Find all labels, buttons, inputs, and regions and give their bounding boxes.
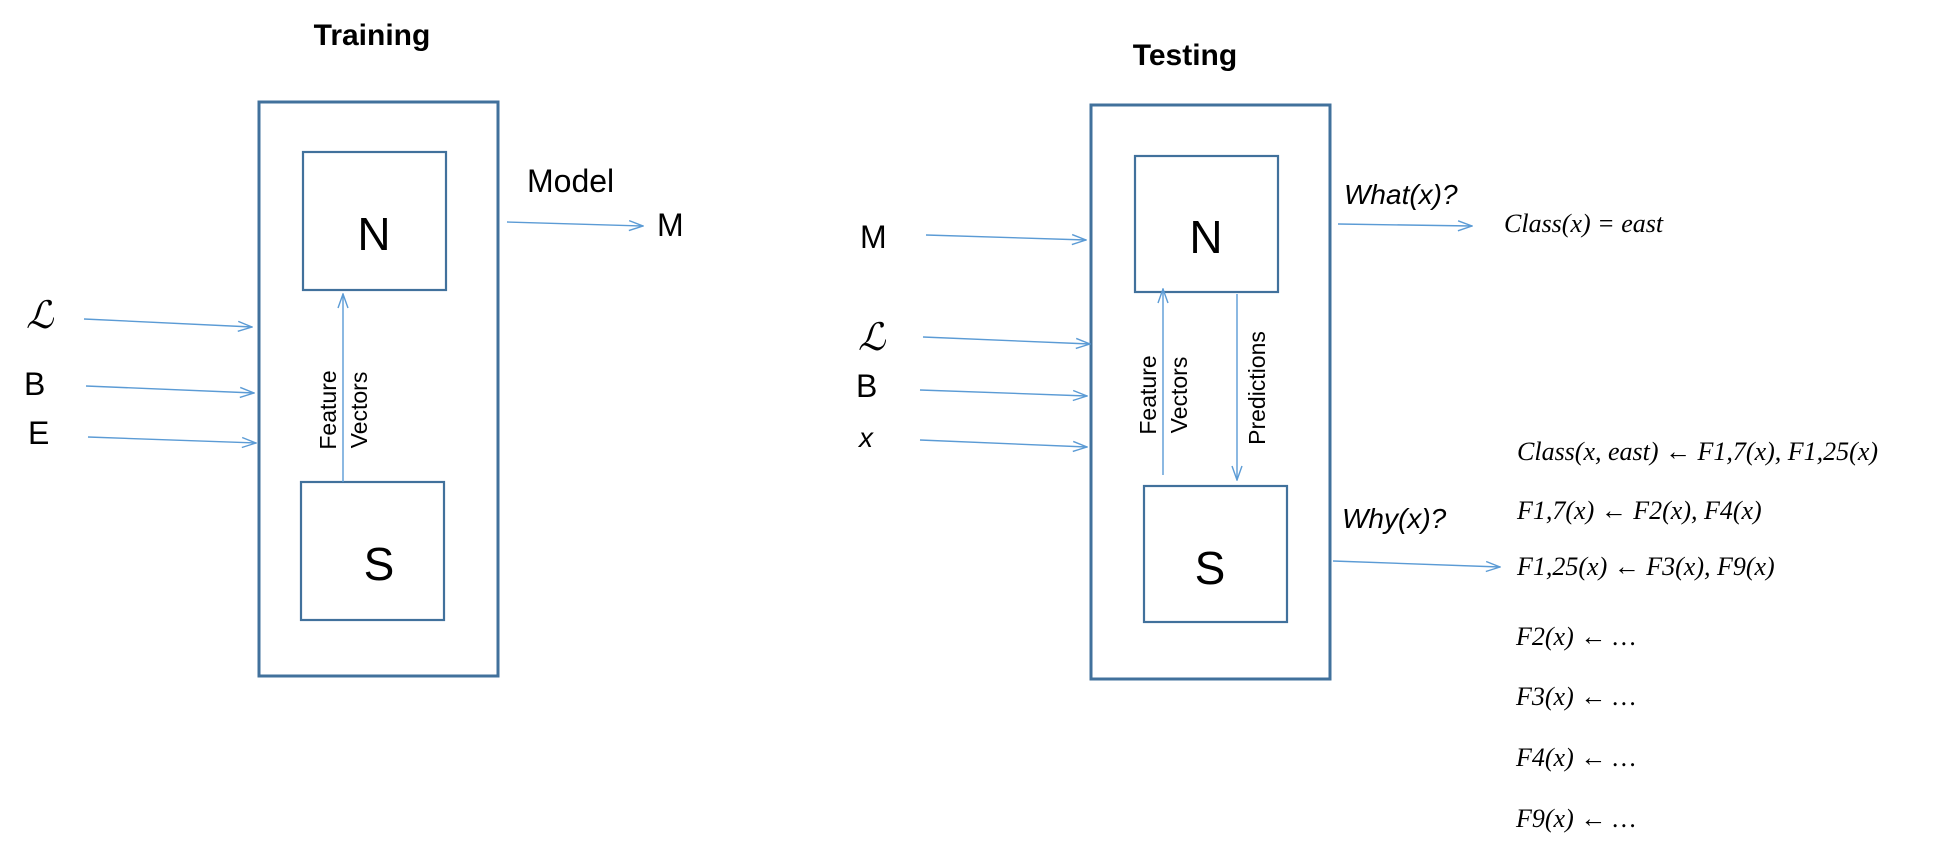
testing-outer-box xyxy=(1089,103,1332,681)
training-input-b: B xyxy=(24,366,45,402)
testing-input-l: ℒ xyxy=(858,317,887,359)
training-s-box xyxy=(299,480,446,622)
rule-7: F9(x) ← … xyxy=(1515,804,1636,833)
training-n-label: N xyxy=(357,208,390,260)
testing-panel: Testing N S Feature Vectors Predictions … xyxy=(856,39,1878,833)
testing-heading: Testing xyxy=(1133,39,1237,72)
training-model-arrow xyxy=(506,222,643,226)
testing-l-arrow xyxy=(922,336,1090,344)
training-panel: Training N S Feature Vectors ℒ B E Model… xyxy=(24,19,684,678)
testing-why-arrow xyxy=(1332,560,1500,567)
testing-m-arrow xyxy=(925,235,1086,240)
training-heading: Training xyxy=(314,19,431,52)
training-vectors-label: Vectors xyxy=(346,372,372,449)
testing-input-m: M xyxy=(860,219,887,255)
training-s-label: S xyxy=(364,538,395,590)
training-output-m: M xyxy=(657,207,684,243)
testing-what-label: What(x)? xyxy=(1344,179,1458,210)
training-input-l: ℒ xyxy=(26,295,55,337)
testing-what-result: Class(x) = east xyxy=(1504,209,1664,238)
training-input-e: E xyxy=(28,415,49,451)
training-l-arrow xyxy=(83,318,252,327)
training-feature-label: Feature xyxy=(315,370,341,449)
testing-vectors-label: Vectors xyxy=(1166,357,1192,434)
testing-s-label: S xyxy=(1195,542,1226,594)
training-n-box xyxy=(301,150,448,292)
rule-5: F3(x) ← … xyxy=(1515,682,1636,711)
testing-feature-label: Feature xyxy=(1135,355,1161,434)
training-outer-box xyxy=(257,100,500,678)
rule-2: F1,7(x) ← F2(x), F4(x) xyxy=(1516,496,1762,525)
rule-1: Class(x, east) ← F1,7(x), F1,25(x) xyxy=(1517,437,1878,466)
testing-why-label: Why(x)? xyxy=(1342,503,1447,534)
testing-predictions-label: Predictions xyxy=(1244,331,1270,445)
rule-6: F4(x) ← … xyxy=(1515,743,1636,772)
testing-x-arrow xyxy=(919,439,1087,447)
testing-what-arrow xyxy=(1337,224,1472,226)
testing-rule-list: Class(x, east) ← F1,7(x), F1,25(x) F1,7(… xyxy=(1515,437,1878,833)
training-model-label: Model xyxy=(527,163,614,199)
testing-n-label: N xyxy=(1189,211,1222,263)
training-e-arrow xyxy=(87,436,256,443)
testing-input-b: B xyxy=(856,368,877,404)
testing-b-arrow xyxy=(919,389,1087,396)
training-b-arrow xyxy=(85,385,254,393)
testing-input-x: x xyxy=(857,422,874,453)
testing-s-box xyxy=(1142,484,1289,624)
testing-n-box xyxy=(1133,154,1280,294)
rule-3: F1,25(x) ← F3(x), F9(x) xyxy=(1516,552,1775,581)
rule-4: F2(x) ← … xyxy=(1515,622,1636,651)
